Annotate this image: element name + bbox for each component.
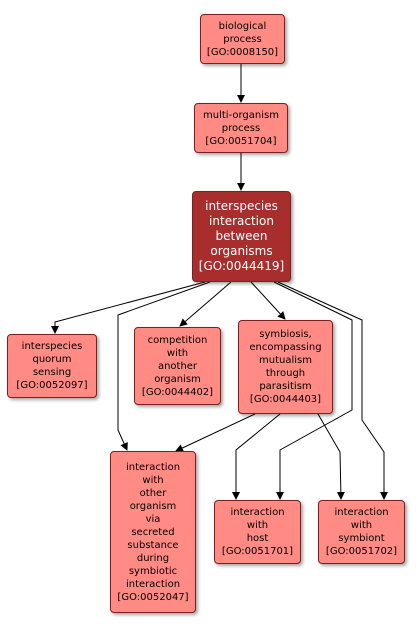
term-name: multi-organism process	[203, 109, 279, 134]
term-name: competition with another organism	[147, 334, 208, 385]
term-name: symbiosis, encompassing mutualism throug…	[249, 329, 322, 392]
go-term-interaction-via-secreted-substance[interactable]: interaction with other organism via secr…	[110, 451, 196, 613]
edge-symbiosis-to-symbiont	[317, 413, 345, 500]
go-term-multi-organism-process[interactable]: multi-organism process [GO:0051704]	[194, 103, 288, 153]
go-term-interspecies-interaction[interactable]: interspecies interaction between organis…	[192, 191, 291, 282]
go-term-interspecies-quorum-sensing[interactable]: interspecies quorum sensing [GO:0052097]	[7, 334, 97, 398]
term-id: [GO:0051702]	[325, 546, 398, 557]
term-id: [GO:0008150]	[206, 46, 279, 58]
edge-interspecies-to-secreted-substance	[117, 281, 211, 451]
edge-interspecies-to-symbiosis	[250, 281, 286, 320]
go-term-biological-process[interactable]: biological process [GO:0008150]	[200, 14, 285, 64]
term-id: [GO:0052097]	[16, 380, 88, 391]
term-name: interaction with symbiont	[334, 507, 389, 544]
edge-interspecies-to-host	[273, 281, 353, 500]
edge-interspecies-to-quorum-sensing	[51, 281, 206, 334]
term-id: [GO:0052047]	[117, 591, 189, 603]
term-name: interaction with other organism via secr…	[125, 461, 181, 590]
term-id: [GO:0051704]	[205, 135, 277, 147]
term-name: interaction with host	[230, 507, 285, 544]
term-id: [GO:0044403]	[249, 394, 322, 405]
term-name: biological process	[218, 20, 267, 45]
go-term-interaction-with-symbiont[interactable]: interaction with symbiont [GO:0051702]	[318, 500, 405, 564]
term-name: interspecies quorum sensing	[21, 341, 83, 378]
term-id: [GO:0051701]	[221, 546, 294, 557]
edge-interspecies-to-symbiont	[277, 281, 388, 500]
edge-symbiosis-to-host	[232, 413, 281, 500]
term-id: [GO:0044402]	[141, 386, 214, 398]
go-term-interaction-with-host[interactable]: interaction with host [GO:0051701]	[214, 500, 301, 564]
term-name: interspecies interaction between organis…	[205, 199, 278, 258]
edge-symbiosis-to-secreted-substance	[175, 413, 256, 452]
term-id: [GO:0044419]	[198, 259, 285, 273]
go-term-competition-with-another-organism[interactable]: competition with another organism [GO:00…	[134, 327, 221, 405]
go-term-symbiosis[interactable]: symbiosis, encompassing mutualism throug…	[238, 320, 333, 414]
edge-interspecies-to-competition	[179, 281, 232, 327]
